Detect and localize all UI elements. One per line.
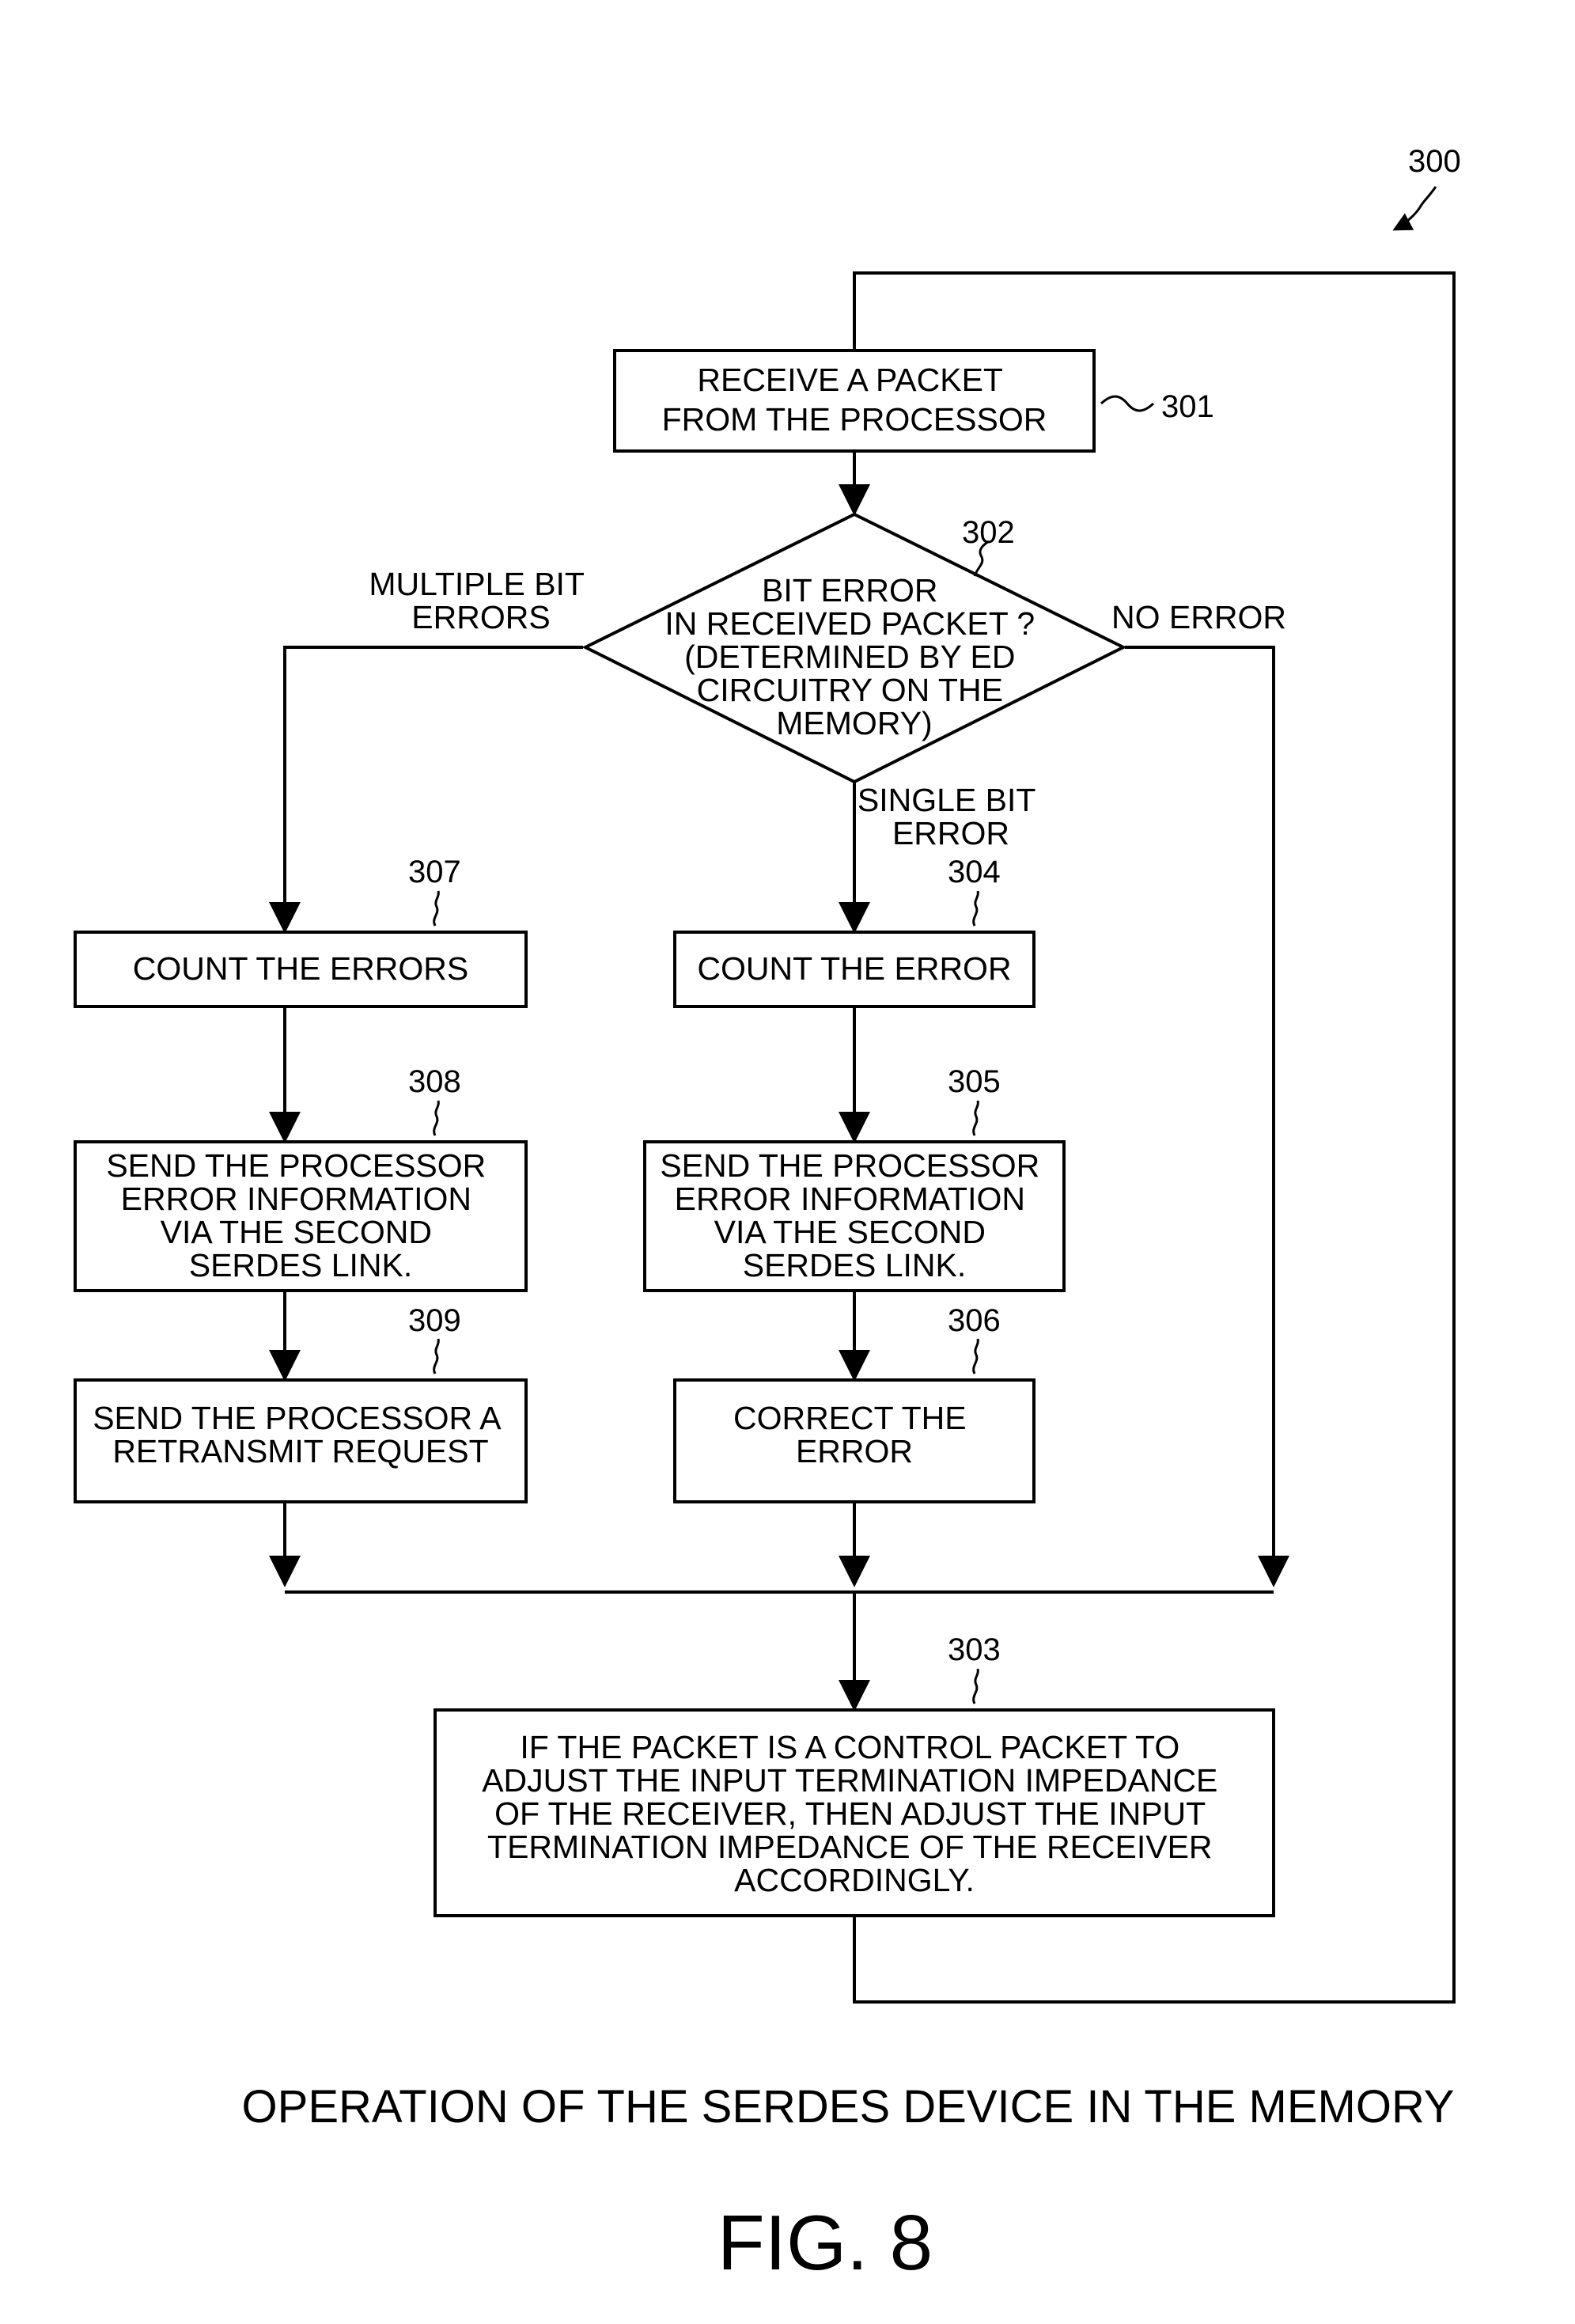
figure-ref-300: 300 (1408, 144, 1461, 179)
ref-leader-305 (974, 1101, 979, 1135)
figure-caption: OPERATION OF THE SERDES DEVICE IN THE ME… (242, 2081, 1455, 2133)
connector-302-merge (1125, 647, 1274, 1584)
ref-leader-307 (434, 891, 439, 926)
figure-ref-arrow (1395, 187, 1436, 229)
branch-label-single: SINGLE BIT ERROR (858, 782, 1044, 851)
ref-label-306: 306 (948, 1303, 1001, 1338)
branch-label-multiple: MULTIPLE BIT ERRORS (369, 566, 593, 635)
ref-label-305: 305 (948, 1064, 1001, 1099)
step-307-text: COUNT THE ERRORS (133, 950, 468, 987)
ref-label-302: 302 (962, 515, 1015, 550)
ref-leader-306 (974, 1339, 979, 1374)
ref-label-307: 307 (408, 855, 461, 889)
ref-label-304: 304 (948, 855, 1001, 889)
ref-label-309: 309 (408, 1303, 461, 1338)
ref-leader-303 (974, 1669, 979, 1704)
ref-leader-308 (434, 1101, 439, 1135)
ref-leader-301 (1101, 396, 1153, 411)
ref-label-301: 301 (1161, 389, 1214, 424)
figure-label: FIG. 8 (717, 2199, 933, 2286)
branch-label-no-error: NO ERROR (1111, 599, 1286, 635)
ref-label-308: 308 (408, 1064, 461, 1099)
step-309-text: SEND THE PROCESSOR A RETRANSMIT REQUEST (93, 1400, 509, 1469)
step-304-text: COUNT THE ERROR (697, 950, 1011, 987)
ref-leader-309 (434, 1339, 439, 1374)
ref-leader-304 (974, 891, 979, 926)
ref-label-303: 303 (948, 1632, 1001, 1667)
